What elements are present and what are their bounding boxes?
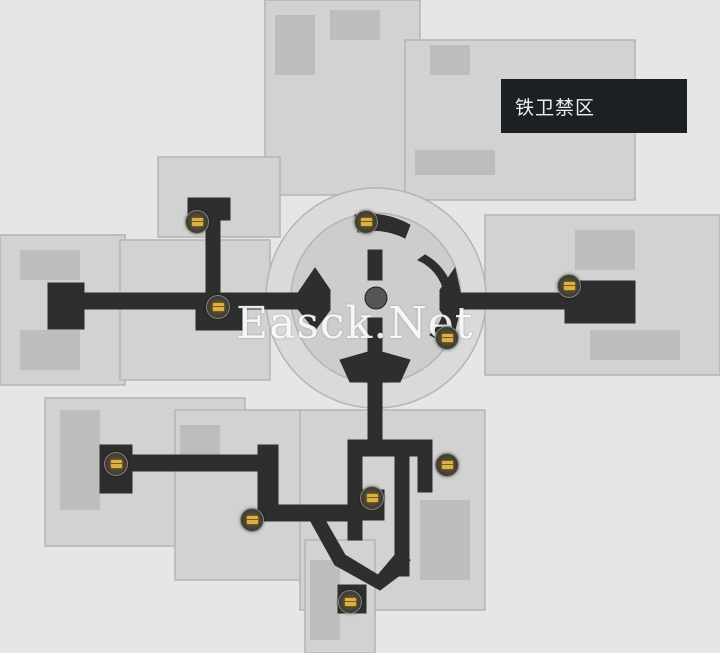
treasure-chest-icon xyxy=(365,493,379,503)
treasure-chest-marker[interactable] xyxy=(557,274,581,298)
treasure-chest-icon xyxy=(440,460,454,470)
treasure-chest-marker[interactable] xyxy=(240,508,264,532)
zone-name-label: 铁卫禁区 xyxy=(501,79,687,133)
treasure-chest-marker[interactable] xyxy=(338,590,362,614)
treasure-chest-marker[interactable] xyxy=(354,210,378,234)
treasure-chest-icon xyxy=(109,459,123,469)
treasure-chest-marker[interactable] xyxy=(185,210,209,234)
treasure-chest-marker[interactable] xyxy=(435,453,459,477)
treasure-chest-icon xyxy=(562,281,576,291)
treasure-chest-icon xyxy=(343,597,357,607)
room-details xyxy=(20,10,680,640)
watermark: Easck.Net xyxy=(236,298,474,349)
treasure-chest-icon xyxy=(245,515,259,525)
treasure-chest-marker[interactable] xyxy=(104,452,128,476)
treasure-chest-marker[interactable] xyxy=(435,326,459,350)
treasure-chest-marker[interactable] xyxy=(360,486,384,510)
treasure-chest-icon xyxy=(440,333,454,343)
treasure-chest-icon xyxy=(359,217,373,227)
treasure-chest-marker[interactable] xyxy=(206,295,230,319)
treasure-chest-icon xyxy=(190,217,204,227)
treasure-chest-icon xyxy=(211,302,225,312)
